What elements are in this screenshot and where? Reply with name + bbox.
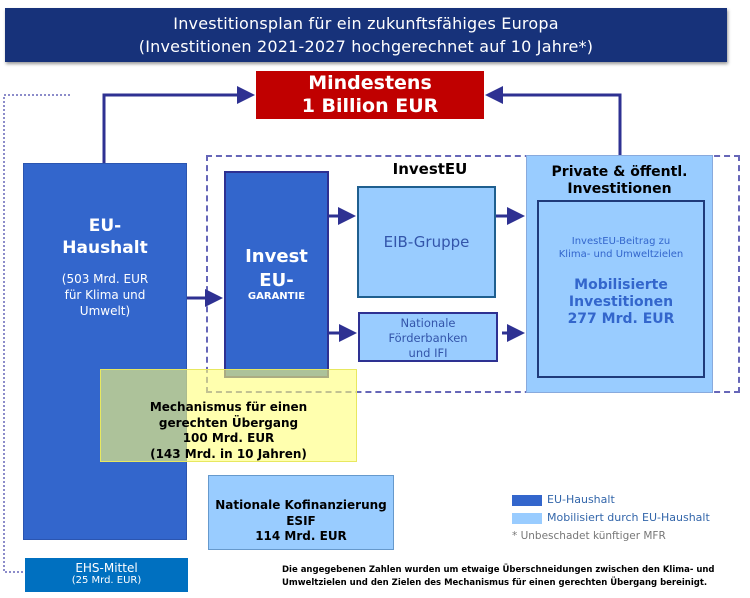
- nfb-line-2: Förderbanken: [388, 331, 468, 345]
- private-public-investments-box: Private & öffentl.Investitionen: [526, 155, 713, 393]
- national-banks-box: Nationale Förderbanken und IFI: [358, 312, 498, 362]
- arrow-eu-budget-to-target: [102, 86, 255, 163]
- target-line-2: 1 Billion EUR: [301, 95, 439, 117]
- arrow-private-to-target: [485, 86, 622, 155]
- just-transition-mechanism-box: Mechanismus für einen gerechten Übergang…: [100, 369, 357, 462]
- legend-swatch-eu-budget: [512, 495, 542, 506]
- legend-label-eu-budget: EU-Haushalt: [547, 493, 615, 506]
- private-title-1: Private & öffentl.: [551, 164, 688, 180]
- mobilised-sub-1: InvestEU-Beitrag zu: [571, 236, 671, 247]
- nfb-line-3: und IFI: [408, 346, 448, 360]
- mobilised-sub-2: Klima- und Umweltzielen: [558, 249, 684, 260]
- mobilised-line-2: Investitionen: [568, 294, 674, 310]
- eu-budget-sub-3: Umwelt): [79, 304, 131, 318]
- jtm-line-1: Mechanismus für einen: [149, 400, 308, 414]
- footnote: Die angegebenen Zahlen wurden um etwaige…: [282, 564, 722, 590]
- eu-budget-title-1: EU-: [88, 216, 122, 236]
- title-banner: Investitionsplan für ein zukunftsfähiges…: [5, 8, 727, 62]
- target-line-1: Mindestens: [308, 72, 432, 94]
- investeu-label: InvestEU: [392, 160, 468, 178]
- ets-funds-box: EHS-Mittel (25 Mrd. EUR): [25, 558, 188, 592]
- eu-budget-sub-2: für Klima und: [64, 288, 146, 302]
- jtm-line-3: 100 Mrd. EUR: [182, 431, 275, 445]
- nfb-line-1: Nationale: [400, 316, 456, 330]
- cofin-line-2: ESIF: [286, 513, 316, 528]
- ets-line-1: EHS-Mittel: [75, 561, 138, 575]
- target-box: Mindestens 1 Billion EUR: [256, 71, 484, 119]
- eib-group-box: EIB-Gruppe: [357, 186, 496, 298]
- title-line-2: (Investitionen 2021-2027 hochgerechnet a…: [138, 37, 594, 56]
- guarantee-line-2: EU-: [259, 270, 294, 291]
- dotted-ets-connector: [3, 94, 70, 573]
- ets-line-2: (25 Mrd. EUR): [71, 575, 142, 586]
- guarantee-line-3: GARANTIE: [247, 291, 306, 302]
- legend-swatch-mobilised: [512, 513, 542, 524]
- cofin-line-3: 114 Mrd. EUR: [255, 529, 347, 543]
- jtm-line-4: (143 Mrd. in 10 Jahren): [150, 446, 307, 461]
- jtm-line-2: gerechten Übergang: [158, 415, 299, 430]
- cofin-line-1: Nationale Kofinanzierung: [215, 498, 387, 512]
- legend-label-mobilised: Mobilisiert durch EU-Haushalt: [547, 511, 710, 524]
- mobilised-line-1: Mobilisierte: [574, 277, 668, 293]
- eu-budget-sub-1: (503 Mrd. EUR: [61, 272, 149, 286]
- investeu-group-frame: [206, 155, 740, 393]
- eu-budget-title-2: Haushalt: [62, 238, 148, 258]
- mobilised-investments-box: InvestEU-Beitrag zu Klima- und Umweltziel…: [537, 200, 705, 378]
- eib-label: EIB-Gruppe: [383, 233, 470, 251]
- private-title-2: Investitionen: [567, 181, 672, 197]
- footnote-line-2: Umweltzielen und den Zielen des Mechanis…: [282, 578, 708, 588]
- guarantee-line-1: Invest: [245, 246, 308, 267]
- national-cofinancing-box: Nationale Kofinanzierung ESIF 114 Mrd. E…: [208, 475, 394, 550]
- footnote-line-1: Die angegebenen Zahlen wurden um etwaige…: [282, 565, 715, 575]
- mobilised-amount: 277 Mrd. EUR: [567, 311, 675, 327]
- legend-note: * Unbeschadet künftiger MFR: [512, 530, 666, 542]
- title-line-1: Investitionsplan für ein zukunftsfähiges…: [173, 14, 559, 33]
